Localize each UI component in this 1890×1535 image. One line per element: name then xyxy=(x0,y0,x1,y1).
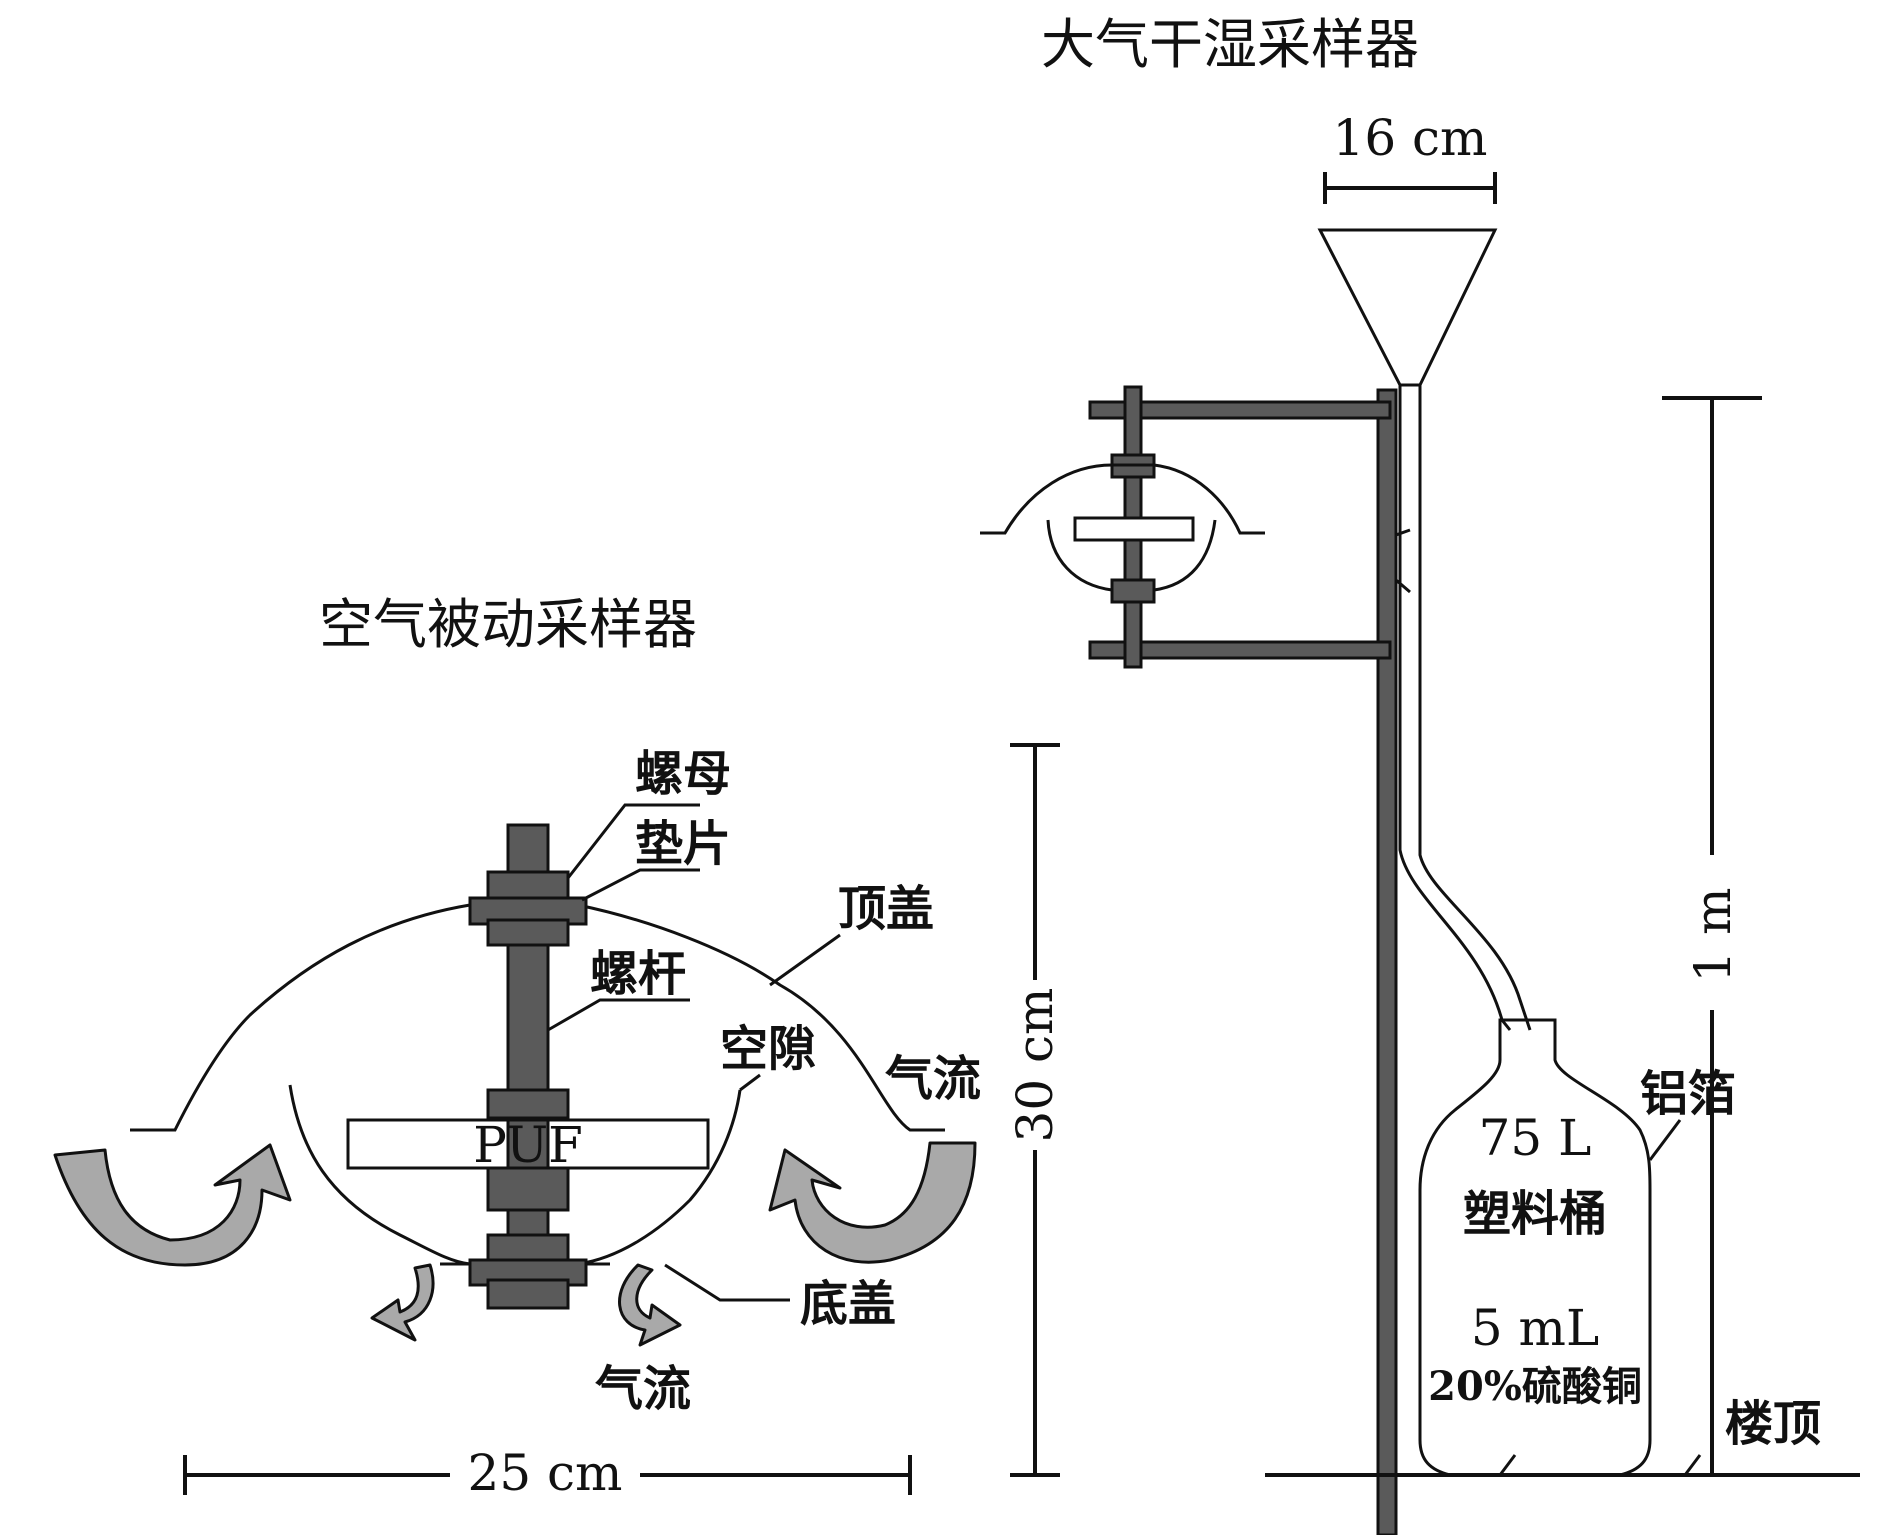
passive-sampler: PUF 螺母 垫片 顶盖 螺杆 空隙 气流 底盖 气流 25 cm xyxy=(53,743,1064,1502)
top-cover-leader xyxy=(769,933,841,987)
airflow-small-right-icon xyxy=(618,1263,682,1347)
foil-label: 铝箔 xyxy=(1640,1066,1736,1122)
airflow-bottom-label: 气流 xyxy=(595,1361,691,1417)
puf-nut-lower xyxy=(486,1163,570,1212)
airflow-arrow-right-icon xyxy=(768,1141,977,1264)
nut-label: 螺母 xyxy=(635,746,731,802)
funnel xyxy=(1317,228,1498,387)
airflow-right-label: 气流 xyxy=(885,1051,981,1107)
bottom-cover-leader xyxy=(664,1263,790,1302)
ground-hatch-1 xyxy=(1498,1454,1517,1476)
height-1m-label: 1 m xyxy=(1684,887,1742,982)
screw-rod-leader xyxy=(547,998,690,1032)
puf-nut-upper xyxy=(486,1088,570,1120)
height-dim-label: 30 cm xyxy=(1006,988,1064,1143)
passive-sampler-title: 空气被动采样器 xyxy=(319,593,697,656)
brace-lower xyxy=(1395,578,1411,594)
puf-label: PUF xyxy=(473,1116,583,1174)
airflow-arrow-left-icon xyxy=(53,1143,292,1267)
top-nut-lower xyxy=(486,918,570,947)
mini-sampler-nut-bottom xyxy=(1110,578,1156,604)
foil-leader xyxy=(1648,1119,1682,1161)
airflow-small-left-icon xyxy=(370,1263,435,1342)
rod-through-puf xyxy=(506,1118,550,1170)
brace-upper xyxy=(1395,528,1411,537)
washer-leader xyxy=(581,868,700,902)
ground-hatch-2 xyxy=(1683,1454,1702,1476)
top-cover-label: 顶盖 xyxy=(838,881,934,937)
gap-leader xyxy=(739,1073,761,1092)
gap-label: 空隙 xyxy=(720,1021,816,1077)
washer-label: 垫片 xyxy=(635,816,731,872)
mini-sampler-puf xyxy=(1073,516,1195,542)
nut-leader xyxy=(566,803,700,879)
bottom-cover-label: 底盖 xyxy=(800,1276,896,1332)
rooftop-label: 楼顶 xyxy=(1725,1396,1821,1452)
bucket-label: 塑料桶 xyxy=(1463,1186,1607,1242)
bucket-volume-label: 75 L xyxy=(1479,1109,1592,1167)
tube-left xyxy=(1398,385,1512,1031)
mini-sampler-top-cover xyxy=(980,463,1265,535)
bottom-nut-lower xyxy=(486,1278,570,1310)
support-pole xyxy=(1376,388,1398,1535)
tube-right xyxy=(1418,385,1532,1031)
lower-arm xyxy=(1088,640,1392,660)
width-dim-label: 25 cm xyxy=(468,1444,623,1502)
screw-rod-label: 螺杆 xyxy=(590,946,686,1002)
mini-sampler-bottom-cover xyxy=(1046,519,1217,592)
solution-volume-label: 5 mL xyxy=(1471,1299,1599,1357)
upper-arm xyxy=(1088,400,1392,420)
dry-wet-sampler: 16 cm 75 L 塑料桶 5 mL 20%硫酸铜 铝箔 xyxy=(980,109,1860,1535)
solution-label: 20%硫酸铜 xyxy=(1428,1363,1642,1410)
dry-wet-sampler-title: 大气干湿采样器 xyxy=(1041,13,1419,76)
funnel-width-label: 16 cm xyxy=(1333,109,1488,167)
